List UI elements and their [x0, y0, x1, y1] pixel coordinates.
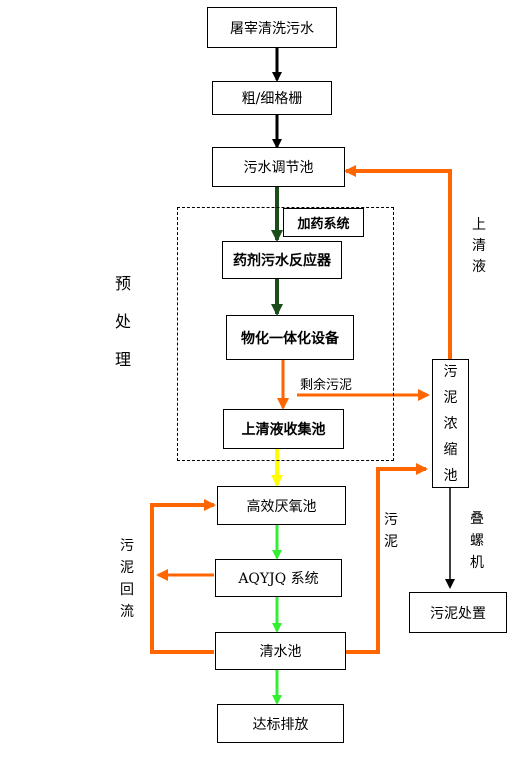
- sludge-thickener-label: 污泥浓缩池: [443, 363, 458, 484]
- pretreatment-region: [177, 207, 394, 461]
- clear-water-tank-box: 清水池: [215, 632, 346, 670]
- sludge-reflux-label: 污泥回流: [120, 538, 134, 620]
- sludge-label: 污泥: [384, 512, 398, 550]
- discharge-box: 达标排放: [217, 704, 344, 743]
- arrow-clear-sludge-to-thickener: [346, 463, 428, 654]
- physchem-unit-box: 物化一体化设备: [226, 315, 354, 360]
- sludge-thickener-box: 污泥浓缩池: [432, 359, 469, 488]
- pretreatment-label: 预处理: [114, 274, 131, 369]
- aqyjq-system-box: AQYJQ 系统: [215, 559, 342, 597]
- dosing-system-box: 加药系统: [283, 208, 364, 237]
- arrow-sludge-reflux-loop: [150, 499, 216, 654]
- supernatant-tank-box: 上清液收集池: [223, 409, 344, 449]
- sludge-disposal-box: 污泥处置: [409, 592, 507, 633]
- screw-press-label: 叠螺机: [470, 511, 484, 571]
- reactor-box: 药剂污水反应器: [222, 241, 342, 279]
- supernatant-label: 上清液: [472, 217, 486, 275]
- raw-water-box: 屠宰清洗污水: [207, 7, 337, 48]
- regulating-tank-box: 污水调节池: [212, 147, 345, 187]
- excess-sludge-label: 剩余污泥: [300, 378, 353, 393]
- grid-box: 粗/细格栅: [212, 81, 332, 115]
- arrow-supernatant-return: [344, 165, 452, 359]
- anaerobic-tank-box: 高效厌氧池: [217, 486, 346, 525]
